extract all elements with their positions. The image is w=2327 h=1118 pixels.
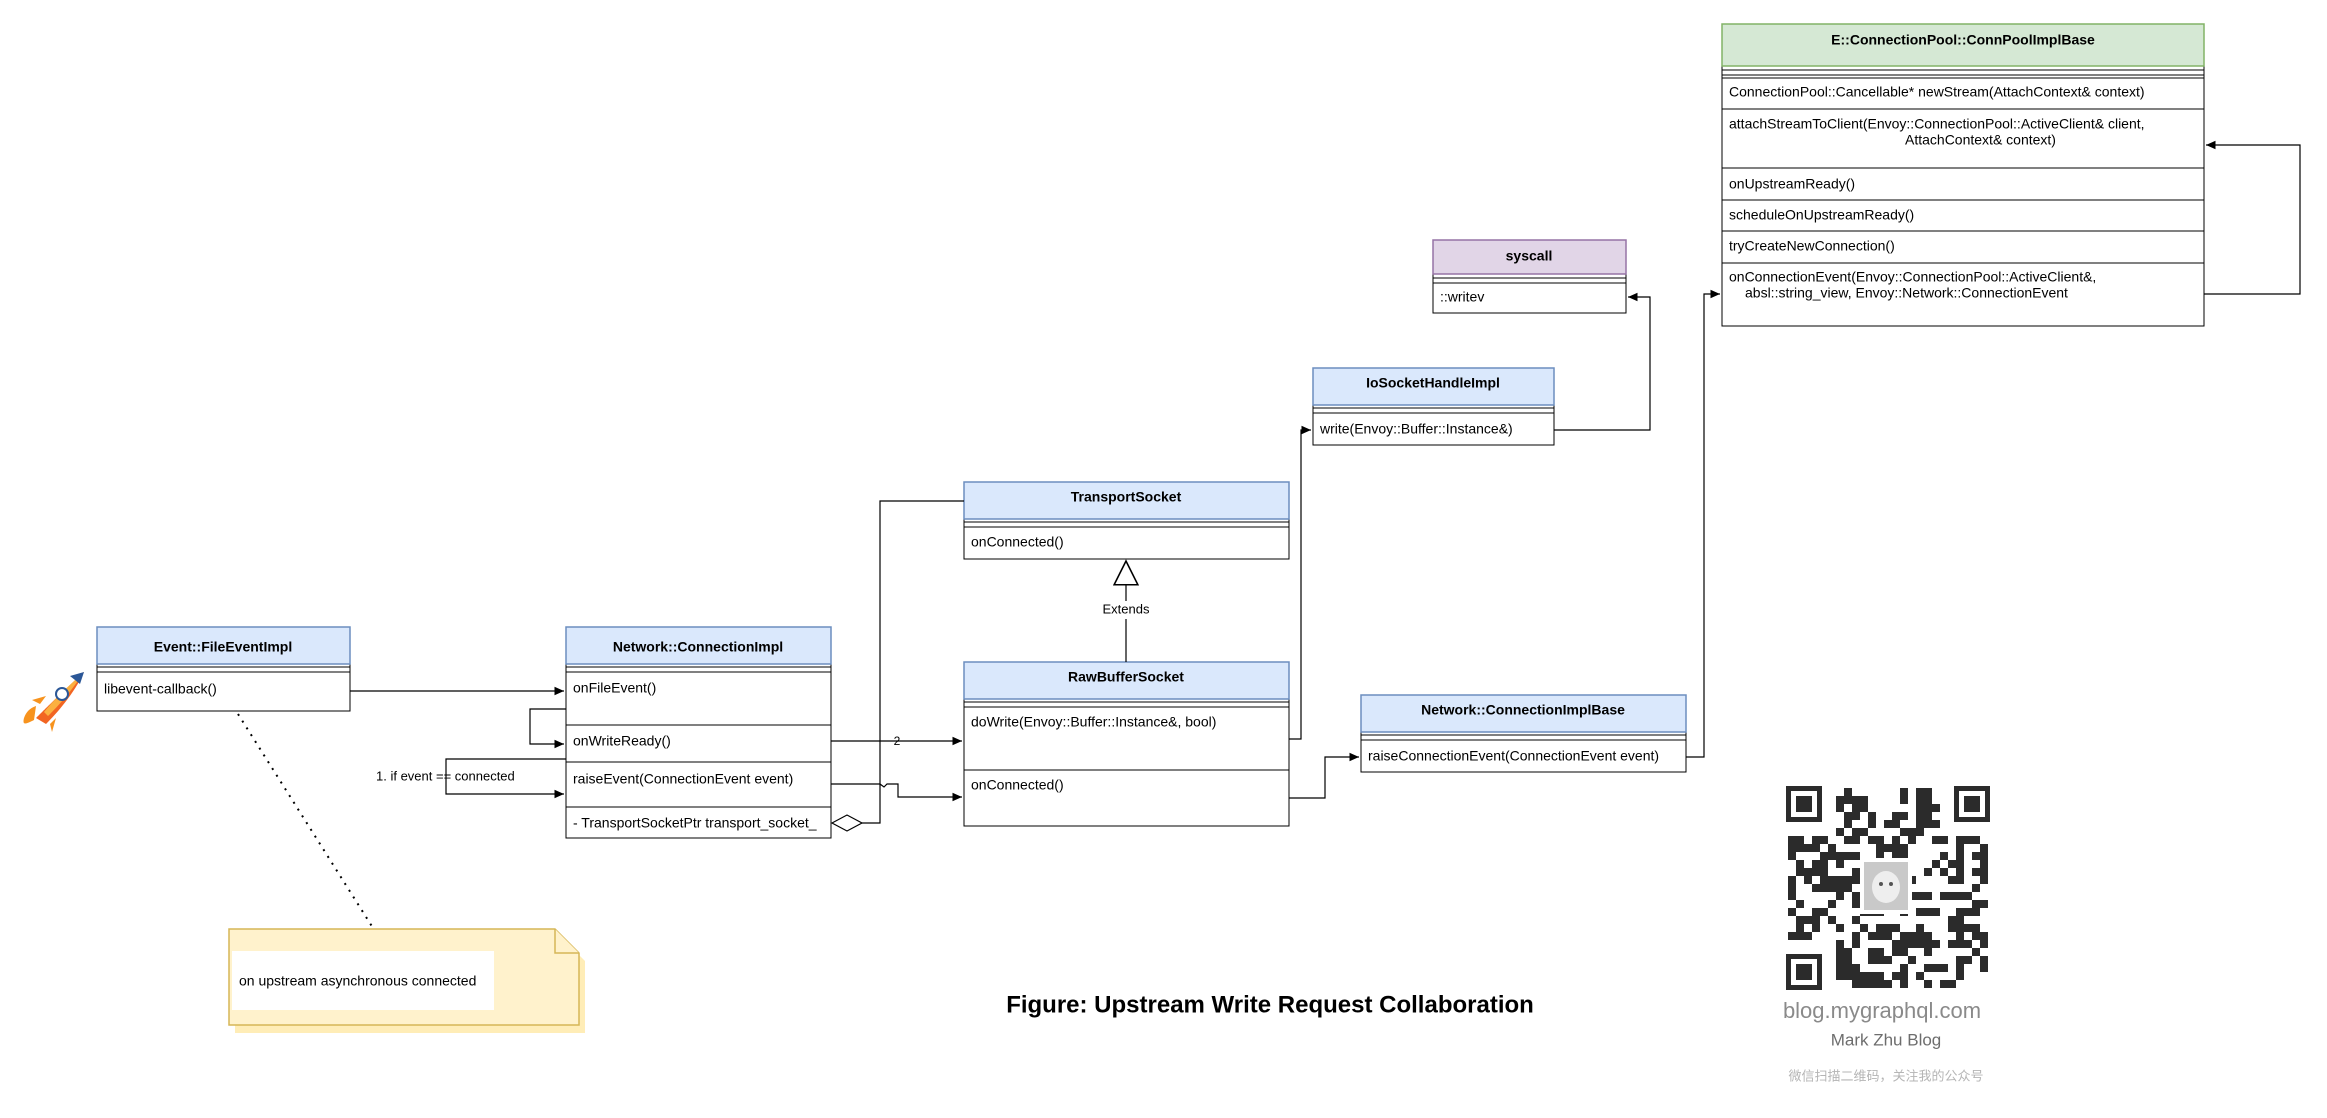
class-io-socket-handle-impl: IoSocketHandleImpl write(Envoy::Buffer::… (1312, 367, 1555, 446)
note-upstream-connected: on upstream asynchronous connected (228, 928, 585, 1033)
method-raise-connection-event: raiseConnectionEvent(ConnectionEvent eve… (1368, 748, 1659, 764)
class-header (1721, 23, 2205, 67)
method-writev: ::writev (1440, 289, 1484, 305)
class-title: Network::ConnectionImplBase (1421, 702, 1625, 718)
class-header (1312, 367, 1555, 406)
method-attach-stream-to-client-cont: AttachContext& context) (1905, 132, 2056, 148)
method-raise-event: raiseEvent(ConnectionEvent event) (573, 771, 793, 787)
figure-caption: Figure: Upstream Write Request Collabora… (1006, 991, 1534, 1018)
edge-on-file-event-to-on-write-ready (529, 708, 566, 749)
edge-aggregation-transport-socket (862, 500, 964, 824)
blog-name: Mark Zhu Blog (1831, 1030, 1942, 1049)
class-header (963, 661, 1290, 700)
method-on-connection-event: onConnectionEvent(Envoy::ConnectionPool:… (1729, 269, 2096, 285)
method-on-connected: onConnected() (971, 534, 1064, 550)
class-header (963, 481, 1290, 520)
method-schedule-on-upstream-ready: scheduleOnUpstreamReady() (1729, 207, 1914, 223)
class-conn-pool-impl-base: E::ConnectionPool::ConnPoolImplBase Conn… (1721, 23, 2205, 327)
blog-subscribe: 微信扫描二维码，关注我的公众号 (1788, 1068, 1983, 1083)
method-new-stream: ConnectionPool::Cancellable* newStream(A… (1729, 84, 2145, 100)
class-syscall: syscall ::writev (1432, 239, 1627, 314)
edge-write-to-writev (1554, 292, 1651, 431)
blog-url: blog.mygraphql.com (1783, 998, 1981, 1023)
class-title: syscall (1506, 248, 1553, 264)
edge-on-connected-to-raise-connection-event (1289, 752, 1359, 799)
field-transport-socket: - TransportSocketPtr transport_socket_ (573, 815, 817, 831)
method-attach-stream-to-client: attachStreamToClient(Envoy::ConnectionPo… (1729, 116, 2145, 132)
method-do-write: doWrite(Envoy::Buffer::Instance&, bool) (971, 714, 1216, 730)
connectors (237, 140, 2301, 929)
method-on-write-ready: onWriteReady() (573, 733, 671, 749)
edge-raise-connection-event-to-on-connection-event (1686, 289, 1720, 758)
class-title: TransportSocket (1071, 489, 1182, 505)
method-on-upstream-ready: onUpstreamReady() (1729, 176, 1855, 192)
class-raw-buffer-socket: RawBufferSocket doWrite(Envoy::Buffer::I… (963, 661, 1290, 827)
aggregation-diamond (830, 814, 864, 832)
class-title: E::ConnectionPool::ConnPoolImplBase (1831, 32, 2095, 48)
class-title: RawBufferSocket (1068, 669, 1184, 685)
class-file-event-impl: Event::FileEventImpl libevent-callback() (96, 626, 351, 712)
class-header (565, 626, 832, 665)
edge-note-link (237, 713, 374, 929)
method-on-file-event: onFileEvent() (573, 680, 656, 696)
extends-label: Extends (1103, 601, 1150, 616)
note-text: on upstream asynchronous connected (239, 973, 476, 989)
qr-code-icon (1786, 786, 1990, 990)
extends-label-bg (1098, 601, 1154, 619)
class-header (1432, 239, 1627, 275)
method-libevent-callback: libevent-callback() (104, 681, 217, 697)
class-title: IoSocketHandleImpl (1366, 375, 1500, 391)
method-try-create-new-connection: tryCreateNewConnection() (1729, 238, 1895, 254)
class-title: Event::FileEventImpl (154, 639, 292, 655)
class-title: Network::ConnectionImpl (613, 639, 783, 655)
edge-on-connection-event-to-attach (2204, 140, 2301, 295)
method-on-connection-event-cont: absl::string_view, Envoy::Network::Conne… (1745, 285, 2068, 301)
class-header (96, 626, 351, 665)
edge-raise-event-to-on-connected (831, 783, 962, 802)
method-on-connected: onConnected() (971, 777, 1064, 793)
if-connected-label: 1. if event == connected (376, 768, 515, 783)
class-transport-socket: TransportSocket onConnected() (963, 481, 1290, 560)
class-connection-impl-base: Network::ConnectionImplBase raiseConnect… (1360, 694, 1687, 773)
step-two-label: 2 (894, 734, 901, 748)
edge-if-connected-loop (445, 758, 566, 799)
class-header (1360, 694, 1687, 733)
rocket-icon (23, 672, 84, 732)
class-connection-impl: Network::ConnectionImpl onFileEvent() on… (565, 626, 832, 839)
method-write: write(Envoy::Buffer::Instance&) (1319, 421, 1513, 437)
edge-do-write-to-io-write (1289, 425, 1311, 740)
